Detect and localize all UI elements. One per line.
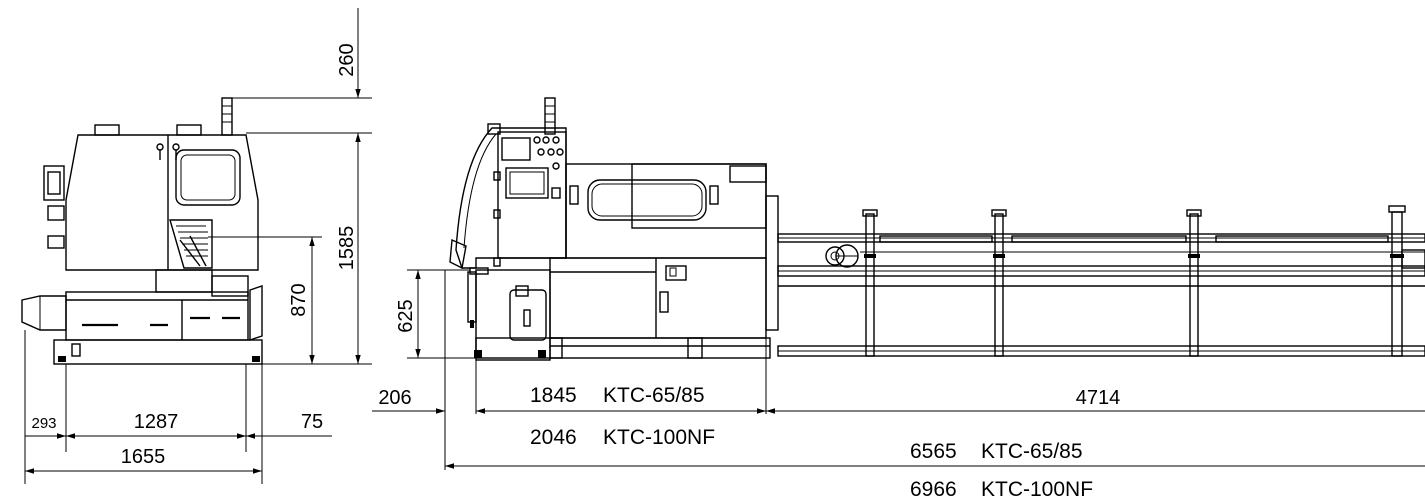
front-view-machine <box>449 97 1425 361</box>
dim-front-offset: 206 <box>378 387 411 409</box>
front-view-dimensions <box>372 269 1425 470</box>
dim-top-clearance: 260 <box>336 43 358 76</box>
dim-base-depth: 1287 <box>134 411 179 433</box>
dim-overall-depth: 1655 <box>121 446 166 468</box>
dim-overall-height: 1585 <box>336 226 358 271</box>
dim-overall-a-model: KTC-65/85 <box>981 440 1083 463</box>
dim-length-a-value: 1845 <box>530 384 577 407</box>
dim-length-b-model: KTC-100NF <box>603 426 715 449</box>
side-view-machine <box>21 97 263 365</box>
dim-feed-height: 625 <box>395 299 417 332</box>
dim-conveyor-length: 4714 <box>1076 387 1121 409</box>
dim-overall-b-value: 6966 <box>910 478 957 501</box>
dim-right-overhang: 75 <box>301 411 323 433</box>
dim-length-a-model: KTC-65/85 <box>603 384 705 407</box>
dim-overall-a-value: 6565 <box>910 440 957 463</box>
dim-work-height: 870 <box>288 283 310 316</box>
front-view-labels: 625 206 1845 KTC-65/85 2046 KTC-100NF 47… <box>378 299 1120 501</box>
dim-overall-b-model: KTC-100NF <box>981 478 1093 501</box>
side-view-dimensions <box>24 8 372 484</box>
dim-left-overhang: 293 <box>31 415 56 432</box>
side-view-labels: 260 1585 870 293 1287 75 1655 <box>31 43 358 468</box>
conveyor-stands <box>862 205 1406 357</box>
dim-length-b-value: 2046 <box>530 426 577 449</box>
